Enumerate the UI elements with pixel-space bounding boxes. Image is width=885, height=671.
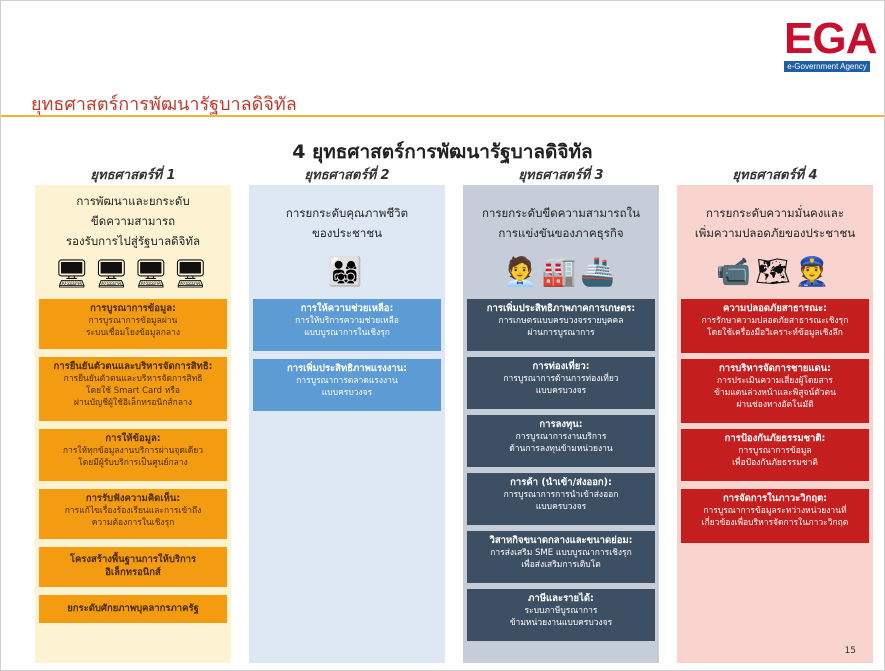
initiative-box: การจัดการในภาวะวิกฤต: การบูรณาการข้อมูลร…: [681, 489, 869, 543]
strategy-panel: การพัฒนาและยกระดับ ขีดความสามารถ รองรับก…: [35, 185, 231, 663]
strategy-intro: การยกระดับคุณภาพชีวิต ของประชาชน: [249, 203, 445, 243]
intro-line: การยกระดับความมั่นคงและ: [706, 206, 844, 220]
intro-line: รองรับการไปสู่รัฐบาลดิจิทัล: [65, 234, 201, 248]
initiative-box: โครงสร้างพื้นฐานการให้บริการ อิเล็กทรอนิ…: [39, 547, 227, 587]
initiative-title: การป้องกันภัยธรรมชาติ:: [724, 433, 826, 444]
family-icon: 👨‍👩‍👧‍👦: [327, 255, 367, 288]
initiative-desc: การบูรณาการตลาดแรงงาน แบบครบวงจร: [296, 376, 398, 398]
intro-line: ของประชาชน: [312, 226, 382, 240]
network-computers-icon: 🖥🖥🖥🖥: [53, 257, 213, 290]
initiative-title: การยืนยันตัวตนและบริหารจัดการสิทธิ:: [53, 361, 213, 372]
intro-line: เพิ่มความปลอดภัยของประชาชน: [694, 226, 856, 240]
strategy-heading: ยุทธศาสตร์ที่ 3: [518, 168, 604, 183]
strategy-column-1: ยุทธศาสตร์ที่ 1 การพัฒนาและยกระดับ ขีดคว…: [35, 167, 231, 663]
initiative-desc: การบูรณาการด้านการท่องเที่ยว แบบครบวงจร: [503, 374, 619, 396]
strategy-intro: การพัฒนาและยกระดับ ขีดความสามารถ รองรับก…: [35, 191, 231, 251]
intro-line: การยกระดับขีดความสามารถใน: [481, 206, 641, 220]
initiative-box: วิสาหกิจขนาดกลางและขนาดย่อม: การส่งเสริม…: [467, 531, 655, 583]
strategy-panel: การยกระดับความมั่นคงและ เพิ่มความปลอดภัย…: [677, 185, 873, 663]
strategy-heading: ยุทธศาสตร์ที่ 4: [732, 168, 818, 183]
initiative-desc: การบูรณาการงานบริการ ด้านการลงทุนข้ามหน่…: [509, 432, 613, 454]
slide-title: ยุทธศาสตร์การพัฒนารัฐบาลดิจิทัล: [31, 94, 297, 115]
initiative-title: การเพิ่มประสิทธิภาพภาคการเกษตร:: [486, 303, 636, 314]
initiative-title: การรับฟังความคิดเห็น:: [85, 493, 181, 504]
initiative-title: ความปลอดภัยสาธารณะ:: [723, 303, 827, 314]
business-industry-ship-icon: 🧑‍💼🏭🚢: [502, 255, 620, 288]
initiative-desc: การยืนยันตัวตนและบริหารจัดการสิทธิ โดยใช…: [63, 374, 203, 408]
initiative-box: การให้ข้อมูล: การให้ทุกข้อมูลงานบริการผ่…: [39, 429, 227, 481]
strategy-column-2: ยุทธศาสตร์ที่ 2 การยกระดับคุณภาพชีวิต ขอ…: [249, 167, 445, 663]
initiative-desc: การบูรณาการข้อมูลระหว่างหน่วยงานที่ เกี่…: [701, 506, 849, 528]
initiative-title: การจัดการในภาวะวิกฤต:: [722, 493, 828, 504]
initiative-title: โครงสร้างพื้นฐานการให้บริการ อิเล็กทรอนิ…: [69, 554, 197, 578]
initiative-box: การป้องกันภัยธรรมชาติ: การบูรณาการข้อมูล…: [681, 429, 869, 481]
initiative-box: การบริหารจัดการชายแดน: การประเมินความเสี…: [681, 359, 869, 423]
initiative-desc: การให้ทุกข้อมูลงานบริการผ่านจุดเดียว โดย…: [62, 446, 204, 468]
intro-line: การแข่งขันของภาคธุรกิจ: [498, 226, 624, 240]
intro-line: การพัฒนาและยกระดับ: [76, 194, 190, 208]
intro-line: ขีดความสามารถ: [90, 214, 176, 228]
initiative-title: ภาษีและรายได้:: [528, 593, 594, 604]
strategy-intro: การยกระดับความมั่นคงและ เพิ่มความปลอดภัย…: [677, 203, 873, 243]
strategy-column-3: ยุทธศาสตร์ที่ 3 การยกระดับขีดความสามารถใ…: [463, 167, 659, 663]
page-number: 15: [844, 646, 856, 656]
initiative-box: การค้า (นำเข้า/ส่งออก): การบูรณาการการนำ…: [467, 473, 655, 525]
initiative-box: การเพิ่มประสิทธิภาพแรงงาน: การบูรณาการตล…: [253, 359, 441, 411]
initiative-box: การบูรณาการข้อมูล: การบูรณาการข้อมูลผ่าน…: [39, 299, 227, 349]
initiative-box: การให้ความช่วยเหลือ: การให้บริการความช่ว…: [253, 299, 441, 351]
initiative-box: การรับฟังความคิดเห็น: การแก้ไขเรื่องร้อง…: [39, 489, 227, 539]
logo-mark: EGA: [784, 14, 877, 63]
initiative-title: การเพิ่มประสิทธิภาพแรงงาน:: [286, 363, 408, 374]
initiative-desc: การบูรณาการข้อมูลผ่าน ระบบเชื่อมโยงข้อมู…: [85, 316, 180, 338]
intro-line: การยกระดับคุณภาพชีวิต: [285, 206, 409, 220]
initiative-box: ภาษีและรายได้: ระบบภาษีบูรณาการ ข้ามหน่ว…: [467, 589, 655, 641]
initiative-title: การค้า (นำเข้า/ส่งออก):: [510, 477, 612, 488]
initiative-desc: การรักษาความปลอดภัยสาธารณะเชิงรุก โดยใช้…: [701, 316, 849, 338]
initiative-desc: การบูรณาการข้อมูล เพื่อป้องกันภัยธรรมชาต…: [732, 446, 818, 468]
initiative-desc: การประเมินความเสี่ยงผู้โดยสาร ข้ามแดนล่ว…: [714, 376, 836, 410]
initiative-desc: การแก้ไขเรื่องร้องเรียนและการเข้าถึง ควา…: [64, 506, 202, 528]
initiative-desc: การให้บริการความช่วยเหลือ แบบบูรณาการในเ…: [295, 316, 399, 338]
strategy-panel: การยกระดับคุณภาพชีวิต ของประชาชน 👨‍👩‍👧‍👦…: [249, 185, 445, 663]
initiative-title: การท่องเที่ยว:: [532, 361, 590, 372]
initiative-box: การท่องเที่ยว: การบูรณาการด้านการท่องเที…: [467, 357, 655, 409]
initiative-desc: ระบบภาษีบูรณาการ ข้ามหน่วยงานแบบครบวงจร: [509, 606, 613, 628]
initiative-title: ยกระดับศักยภาพบุคลากรภาครัฐ: [67, 603, 199, 614]
initiative-box: ยกระดับศักยภาพบุคลากรภาครัฐ: [39, 595, 227, 623]
strategy-intro: การยกระดับขีดความสามารถใน การแข่งขันของภ…: [463, 203, 659, 243]
strategy-heading: ยุทธศาสตร์ที่ 2: [304, 168, 390, 183]
initiative-title: การให้ความช่วยเหลือ:: [300, 303, 394, 314]
initiative-title: การบริหารจัดการชายแดน:: [719, 363, 831, 374]
initiative-box: การเพิ่มประสิทธิภาพภาคการเกษตร: การเกษตร…: [467, 299, 655, 351]
initiative-desc: การส่งเสริม SME แบบบูรณาการเชิงรุก เพื่อ…: [490, 548, 632, 570]
initiative-title: การให้ข้อมูล:: [105, 433, 161, 444]
security-map-police-icon: 📹🗺👮: [716, 255, 834, 288]
title-divider: [1, 115, 884, 117]
strategy-column-4: ยุทธศาสตร์ที่ 4 การยกระดับความมั่นคงและ …: [677, 167, 873, 663]
main-title: 4 ยุทธศาสตร์การพัฒนารัฐบาลดิจิทัล: [292, 141, 593, 163]
initiative-desc: การบูรณาการการนำเข้าส่งออก แบบครบวงจร: [503, 490, 619, 512]
logo-tagline: e-Government Agency: [784, 61, 870, 72]
ega-logo: EGA e-Government Agency: [784, 14, 877, 83]
initiative-box: การยืนยันตัวตนและบริหารจัดการสิทธิ: การย…: [39, 357, 227, 421]
strategy-panel: การยกระดับขีดความสามารถใน การแข่งขันของภ…: [463, 185, 659, 663]
initiative-box: การลงทุน: การบูรณาการงานบริการ ด้านการลง…: [467, 415, 655, 467]
initiative-desc: การเกษตรแบบครบวงจรรายบุคคล ผ่านการบูรณาก…: [498, 316, 624, 338]
initiative-title: การบูรณาการข้อมูล:: [90, 303, 176, 314]
initiative-box: ความปลอดภัยสาธารณะ: การรักษาความปลอดภัยส…: [681, 299, 869, 353]
strategy-heading: ยุทธศาสตร์ที่ 1: [90, 168, 176, 183]
initiative-title: การลงทุน:: [539, 419, 583, 430]
initiative-title: วิสาหกิจขนาดกลางและขนาดย่อม:: [489, 535, 633, 546]
